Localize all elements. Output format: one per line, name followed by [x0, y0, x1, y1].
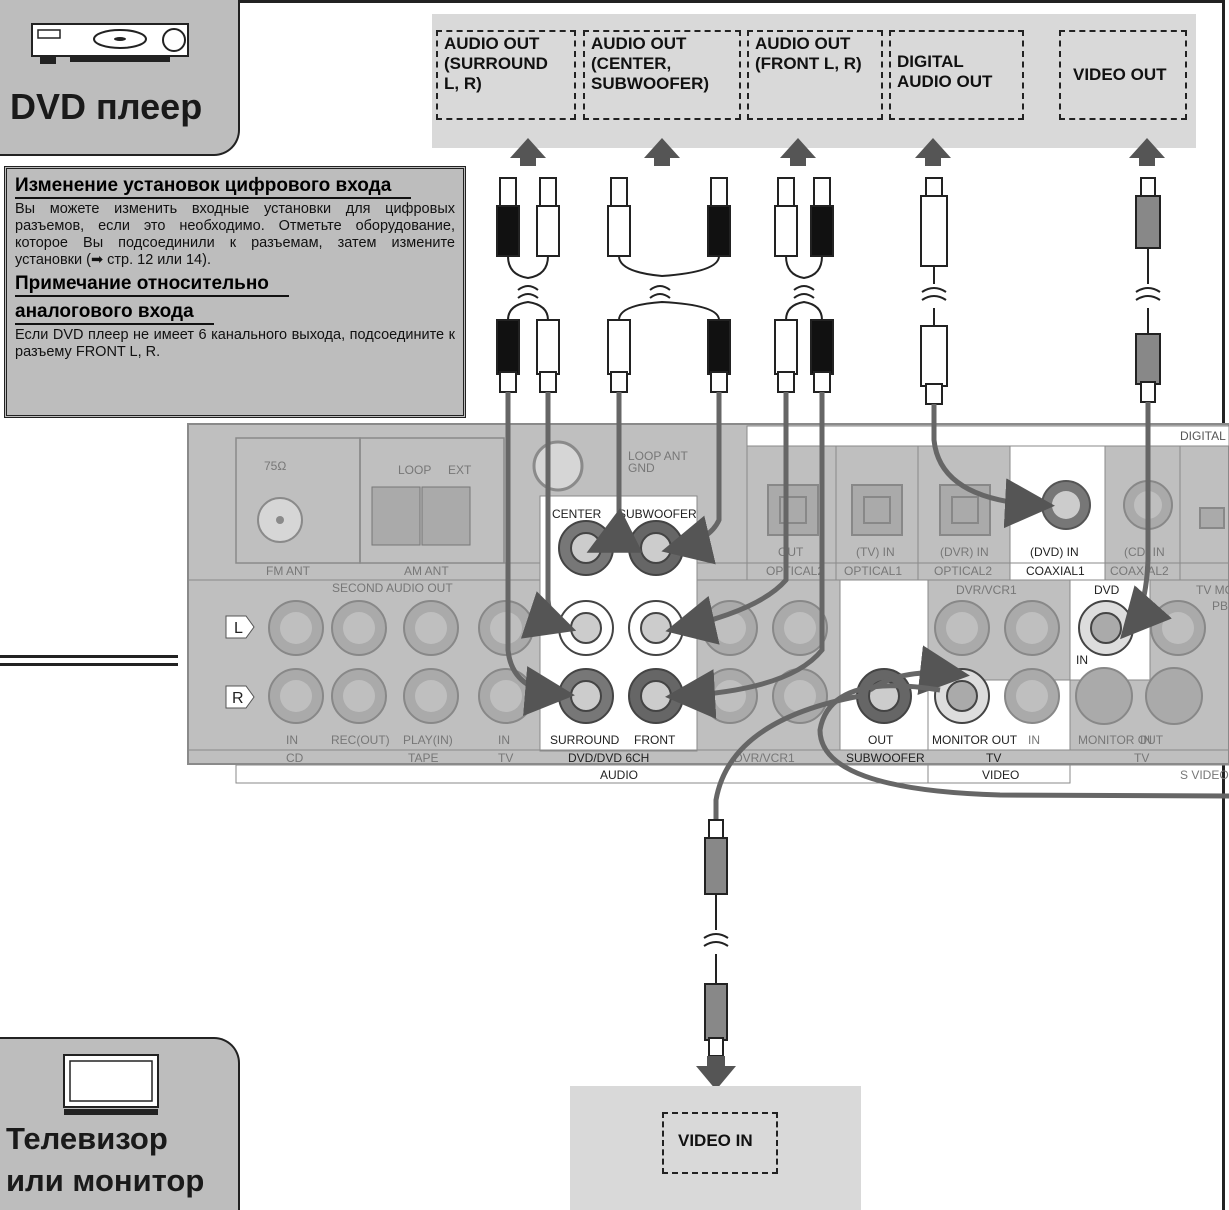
label-digital: DIGITAL — [1180, 429, 1226, 443]
left-divider — [0, 655, 178, 658]
arrow-up-1 — [510, 138, 546, 166]
label-monitor-out: MONITOR OUT — [932, 733, 1018, 747]
tv-icon — [63, 1054, 159, 1115]
tv-label-line1: Телевизор — [6, 1121, 168, 1156]
label-optical2-a: OPTICAL2 — [766, 564, 824, 578]
video-in-box: VIDEO IN — [662, 1112, 778, 1174]
label-cd-in: IN — [286, 733, 298, 747]
dvd-output-strip — [432, 14, 1196, 148]
label-subwoofer: SUBWOOFER — [618, 507, 697, 521]
arrow-up-2 — [644, 138, 680, 166]
label-optical-out: OUT — [778, 545, 804, 559]
audio-out-front-box: AUDIO OUT (FRONT L, R) — [747, 30, 883, 120]
label-dvd-6ch: DVD/DVD 6CH — [568, 751, 649, 765]
label-cd-in-coax: (CD) IN — [1124, 545, 1165, 559]
dvd-player-box: DVD плеер — [0, 0, 240, 156]
dvd-player-icon — [31, 23, 189, 64]
label-dvr-vcr1-video: DVR/VCR1 — [956, 583, 1017, 597]
label-play-in: PLAY(IN) — [403, 733, 453, 747]
label-optical2: OPTICAL2 — [934, 564, 992, 578]
label-dvd-component: DVD — [1094, 583, 1120, 597]
cable-digital-coaxial — [920, 177, 948, 405]
label-l: L — [234, 620, 243, 637]
label-tv-mon: TV MO — [1196, 583, 1229, 597]
label-audio: AUDIO — [600, 768, 638, 782]
cable-center-sub — [607, 177, 731, 393]
note-title-analog-2: аналогового входа — [15, 301, 214, 325]
arrow-up-4 — [915, 138, 951, 166]
label-tv-monitor-in: IN — [1028, 733, 1040, 747]
arrow-up-3 — [780, 138, 816, 166]
label-surround: SURROUND — [550, 733, 620, 747]
note-title-analog-1: Примечание относительно — [15, 273, 289, 297]
label-center: CENTER — [552, 507, 602, 521]
label-fm-ant: FM ANT — [266, 564, 311, 578]
label-sub-out: OUT — [868, 733, 894, 747]
label-loop: LOOP — [398, 463, 431, 477]
digital-audio-out-box: DIGITAL AUDIO OUT — [889, 30, 1024, 120]
label-second-audio-out: SECOND AUDIO OUT — [332, 581, 453, 595]
audio-out-center-sub-box: AUDIO OUT (CENTER, SUBWOOFER) — [583, 30, 741, 120]
tv-input-strip — [570, 1086, 861, 1210]
label-75ohm: 75Ω — [264, 459, 286, 473]
tv-box: Телевизор или монитор — [0, 1037, 240, 1210]
label-dvd-in-coax: (DVD) IN — [1030, 545, 1079, 559]
label-video: VIDEO — [982, 768, 1019, 782]
label-sub-group: SUBWOOFER — [846, 751, 925, 765]
label-s-video: S VIDEO — [1180, 768, 1229, 782]
cable-video-in — [703, 819, 729, 1057]
label-r: R — [232, 690, 244, 707]
label-ext: EXT — [448, 463, 472, 477]
arrow-up-5 — [1129, 138, 1165, 166]
cable-surround — [496, 177, 560, 393]
label-video-tv: TV — [986, 751, 1001, 765]
label-tv: TV — [498, 751, 513, 765]
note-text-analog: Если DVD плеер не имеет 6 канального вых… — [15, 327, 455, 360]
label-svideo-monitor-out: MONITOR OUT — [1078, 733, 1164, 747]
label-dvd-in-video: IN — [1076, 653, 1088, 667]
cable-front — [774, 177, 834, 393]
note-box: Изменение установок цифрового входа Вы м… — [4, 166, 466, 418]
label-svideo-in: IN — [1140, 733, 1152, 747]
tv-label-line2: или монитор — [6, 1163, 205, 1198]
label-coaxial1: COAXIAL1 — [1026, 564, 1085, 578]
label-optical1: OPTICAL1 — [844, 564, 902, 578]
label-front: FRONT — [634, 733, 676, 747]
label-cd: CD — [286, 751, 304, 765]
note-text-digital: Вы можете изменить входные установки для… — [15, 201, 455, 268]
left-divider-2 — [0, 663, 178, 666]
label-tv-in-opt: (TV) IN — [856, 545, 895, 559]
label-tv-in: IN — [498, 733, 510, 747]
dvd-player-label: DVD плеер — [10, 86, 203, 127]
label-tape: TAPE — [408, 751, 438, 765]
arrow-down-tv — [696, 1056, 736, 1090]
label-rec-out: REC(OUT) — [331, 733, 390, 747]
label-dvr-in-opt: (DVR) IN — [940, 545, 989, 559]
label-am-ant: AM ANT — [404, 564, 449, 578]
top-border-line — [240, 0, 1225, 3]
cable-video-out — [1135, 177, 1161, 403]
label-svideo-tv: TV — [1134, 751, 1149, 765]
label-pb: PB — [1212, 599, 1228, 613]
note-title-digital: Изменение установок цифрового входа — [15, 175, 412, 199]
label-dvr-vcr1: DVR/VCR1 — [734, 751, 795, 765]
label-coaxial2: COAXIAL2 — [1110, 564, 1169, 578]
video-monitor-out-cable — [713, 683, 1229, 850]
audio-out-surround-box: AUDIO OUT (SURROUND L, R) — [436, 30, 576, 120]
receiver-rear-panel — [187, 423, 1229, 784]
video-out-box: VIDEO OUT — [1059, 30, 1187, 120]
